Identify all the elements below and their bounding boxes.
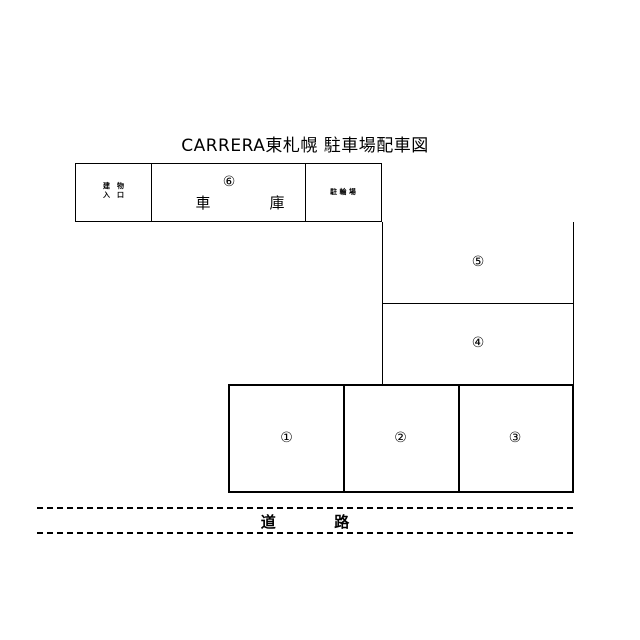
garage-number: ⑥ (222, 174, 236, 190)
road-label: 道 路 (37, 511, 573, 532)
parking-space-5-label: ⑤ (471, 254, 485, 270)
bicycle-parking-box: 駐 輪 場 (305, 163, 382, 222)
road-bottom-edge (37, 532, 573, 534)
building-entrance-label-line2: 入 口 (103, 191, 124, 199)
parking-space-2: ② (343, 384, 460, 493)
parking-space-1-label: ① (280, 430, 293, 446)
garage-box: ⑥ 車 庫 (151, 163, 306, 222)
parking-space-4-label: ④ (471, 335, 485, 351)
parking-space-2-label: ② (394, 430, 407, 446)
garage-label: 車 庫 (195, 194, 307, 212)
building-entrance-label-line1: 建 物 (103, 182, 124, 190)
road-label-char1: 道 (260, 513, 276, 531)
parking-space-3: ③ (458, 384, 574, 493)
road-label-char2: 路 (334, 513, 350, 531)
diagram-title: CARRERA東札幌 駐車場配車図 (181, 136, 429, 156)
parking-space-3-label: ③ (508, 430, 522, 446)
building-entrance-box: 建 物 入 口 (75, 163, 152, 222)
parking-space-4: ④ (382, 303, 574, 386)
road-top-edge (37, 507, 573, 509)
bicycle-parking-label: 駐 輪 場 (330, 188, 356, 196)
parking-space-5: ⑤ (382, 222, 574, 304)
parking-space-1: ① (228, 384, 345, 493)
